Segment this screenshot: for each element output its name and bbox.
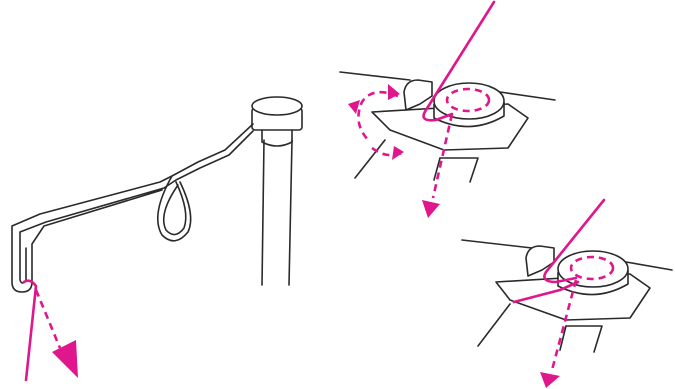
arrow-down-icon	[52, 340, 78, 378]
machine-side-edge	[355, 140, 385, 178]
tension-clip	[526, 246, 554, 276]
arrow-down-icon	[540, 372, 560, 388]
thread-line	[24, 281, 36, 380]
tension-disc	[558, 251, 628, 295]
thread-guide-loop	[158, 176, 191, 241]
spool-pin-post	[262, 140, 292, 285]
tension-panel-rotation	[340, 2, 555, 218]
thread-dashed-path	[36, 290, 60, 348]
arrow-down-icon	[422, 200, 440, 218]
spool-pin-cap	[252, 97, 302, 146]
thread-slot	[560, 326, 602, 352]
thread-guide-wire	[12, 124, 253, 292]
thread-guide-panel	[12, 97, 302, 380]
tension-panel-threaded	[462, 200, 672, 388]
machine-side-edge	[478, 304, 510, 346]
tension-disc	[434, 83, 504, 127]
